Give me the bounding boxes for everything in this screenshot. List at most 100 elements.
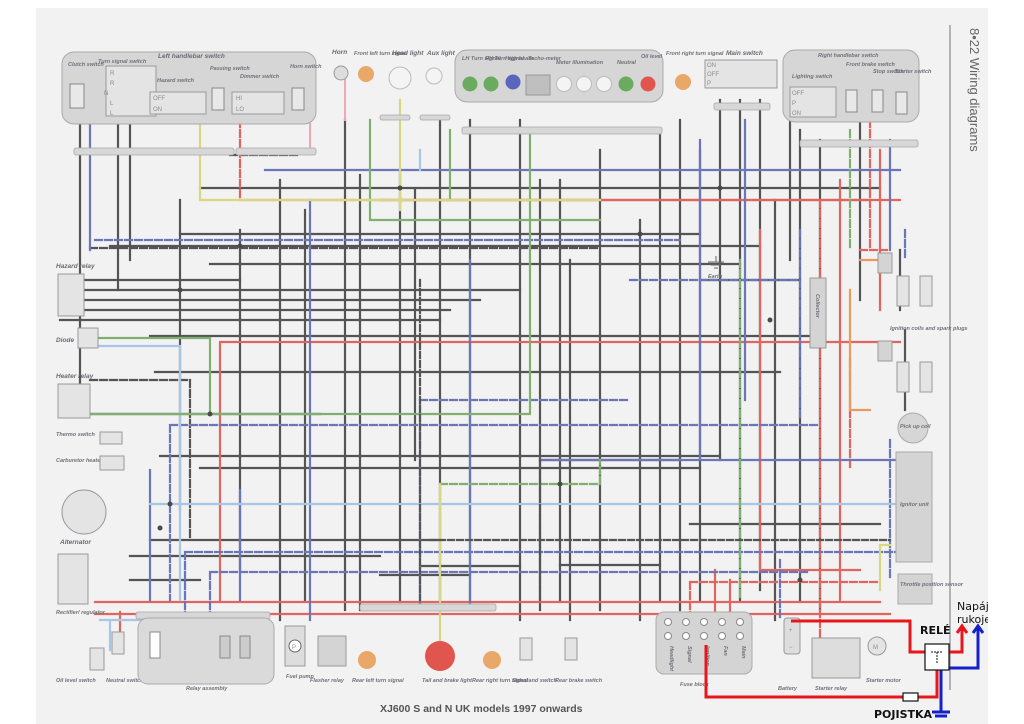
earth: Earth bbox=[708, 256, 724, 280]
wire-yellow bbox=[198, 98, 892, 642]
rear-brake-switch bbox=[564, 637, 578, 661]
tachometer-label: Tacho-meter bbox=[528, 56, 562, 62]
oil-level-switch bbox=[89, 647, 105, 671]
fuse-terminal bbox=[700, 618, 708, 626]
lh-turn-bulb-icon bbox=[462, 76, 478, 92]
wire-hazard-relay-bus bbox=[58, 278, 522, 322]
turn-row-label: R bbox=[110, 81, 115, 87]
heater-relay bbox=[57, 383, 91, 419]
right-handlebar-switch: Right handlebar switch Lighting switch O… bbox=[782, 49, 932, 123]
power-annotation-line1: Napájení bbox=[957, 600, 988, 613]
turn-row-label: L bbox=[110, 101, 114, 107]
power-output-arrow-icon bbox=[955, 623, 969, 634]
diode-label: Diode bbox=[56, 337, 74, 344]
battery-label: Battery bbox=[778, 686, 798, 692]
lighting-on: ON bbox=[792, 111, 801, 117]
fuse-label: Fan bbox=[722, 646, 728, 656]
earth-label: Earth bbox=[708, 274, 723, 280]
hazard-switch-label: Hazard switch bbox=[157, 78, 195, 84]
wire-light-blue bbox=[88, 148, 902, 652]
fuse-terminal bbox=[664, 618, 672, 626]
illumination-bulb-1-icon bbox=[556, 76, 572, 92]
heater-relay-label: Heater relay bbox=[56, 373, 94, 380]
stop-switch bbox=[871, 89, 884, 113]
wire-green bbox=[88, 118, 602, 416]
turn-signal-switch bbox=[105, 65, 157, 117]
starter-switch-label: Starter switch bbox=[895, 69, 932, 75]
dimmer-hi: HI bbox=[236, 96, 242, 102]
left-components: Hazard relay Diode Heater relay Thermo s… bbox=[56, 263, 144, 684]
meter-cluster: LH Turn signal RH Turn signal High beam … bbox=[454, 49, 664, 103]
head-light-label: Head light bbox=[392, 50, 424, 57]
annotation-wire-fuse-block-to-fuse bbox=[704, 645, 903, 699]
head-light-bulb-icon bbox=[388, 66, 412, 90]
sidestand-switch bbox=[519, 637, 533, 661]
main-off: OFF bbox=[707, 72, 719, 78]
power-annotation-line2: rukojetí bbox=[957, 613, 988, 626]
turn-signal-switch-label: Turn signal switch bbox=[98, 59, 147, 65]
wire-mid-bus bbox=[88, 334, 822, 470]
return-arrow-icon bbox=[971, 623, 985, 634]
fuse-terminal bbox=[736, 632, 744, 640]
collector: Collector bbox=[809, 277, 827, 349]
oil-level-switch-label: Oil level switch bbox=[56, 678, 96, 684]
wire-lower-bus bbox=[128, 538, 662, 582]
main-on: ON bbox=[707, 63, 716, 69]
lighting-off: OFF bbox=[792, 91, 804, 97]
tachometer-icon bbox=[525, 74, 551, 96]
wire-blue bbox=[88, 118, 902, 622]
meter-illumination-label: Meter illumination bbox=[556, 60, 604, 66]
illumination-bulb-3-icon bbox=[596, 76, 612, 92]
neutral-switch-label: Neutral switch bbox=[106, 678, 144, 684]
rectifier-regulator-label: Rectifier/ regulator bbox=[56, 610, 106, 616]
rh-turn-bulb-icon bbox=[483, 76, 499, 92]
passing-switch bbox=[211, 87, 225, 111]
wire-black-yellow-dashed bbox=[418, 278, 892, 602]
rectifier-regulator bbox=[57, 553, 89, 605]
carburetor-heater bbox=[99, 455, 125, 471]
flasher-relay bbox=[317, 635, 347, 667]
neutral-label: Neutral bbox=[617, 60, 636, 66]
fuse-terminal bbox=[700, 632, 708, 640]
neutral-bulb-icon bbox=[618, 76, 634, 92]
fuse-terminal bbox=[718, 618, 726, 626]
alternator-label: Alternator bbox=[59, 539, 92, 546]
aux-light-bulb-icon bbox=[425, 67, 443, 85]
relay-annotation-label: RELÉ bbox=[920, 624, 951, 637]
ignition-coils-label: Ignition coils and spark plugs bbox=[890, 326, 968, 332]
annotation-wire-fuse-to-relay bbox=[918, 668, 939, 699]
starter-switch bbox=[895, 91, 908, 115]
ignitor-unit bbox=[895, 451, 933, 563]
thermo-switch bbox=[99, 431, 123, 445]
front-brake-switch bbox=[845, 89, 858, 113]
fuse-terminal bbox=[718, 632, 726, 640]
hazard-relay bbox=[57, 273, 85, 317]
starter-motor-symbol: M bbox=[873, 645, 878, 651]
lighting-p: P bbox=[792, 101, 796, 107]
rear-right-turn-label: Rear right turn signal bbox=[472, 678, 528, 684]
wire-orange bbox=[848, 258, 882, 412]
ground-icon bbox=[932, 710, 950, 718]
rh-turn-label: RH Turn signal bbox=[485, 56, 524, 62]
left-handlebar-switch: Left handlebar switch Clutch switch Turn… bbox=[61, 51, 322, 125]
lighting-switch-label: Lighting switch bbox=[792, 74, 833, 80]
wire-right-bus bbox=[538, 278, 882, 526]
starter-motor-label: Starter motor bbox=[866, 678, 902, 684]
fuse-terminal bbox=[682, 632, 690, 640]
relay-contact-icon bbox=[931, 651, 943, 664]
relay-assembly-label: Relay assembly bbox=[186, 686, 228, 692]
hazard-switch bbox=[149, 91, 207, 115]
aux-light-label: Aux light bbox=[426, 50, 456, 57]
battery-starter: + − Battery Starter relay M Starter moto… bbox=[778, 617, 902, 692]
starter-relay bbox=[811, 637, 861, 679]
thermo-switch-label: Thermo switch bbox=[56, 432, 95, 438]
fuse-terminal bbox=[682, 618, 690, 626]
battery-plus: + bbox=[789, 628, 793, 634]
fuse-label: Signal bbox=[686, 646, 692, 663]
main-switch: Main switch ON OFF P bbox=[704, 50, 778, 89]
rear-right-turn-bulb-icon bbox=[483, 651, 501, 669]
earth-icon bbox=[708, 256, 724, 269]
front-left-turn-bulb-icon bbox=[358, 66, 374, 82]
lh-turn-label: LH Turn signal bbox=[462, 56, 501, 62]
